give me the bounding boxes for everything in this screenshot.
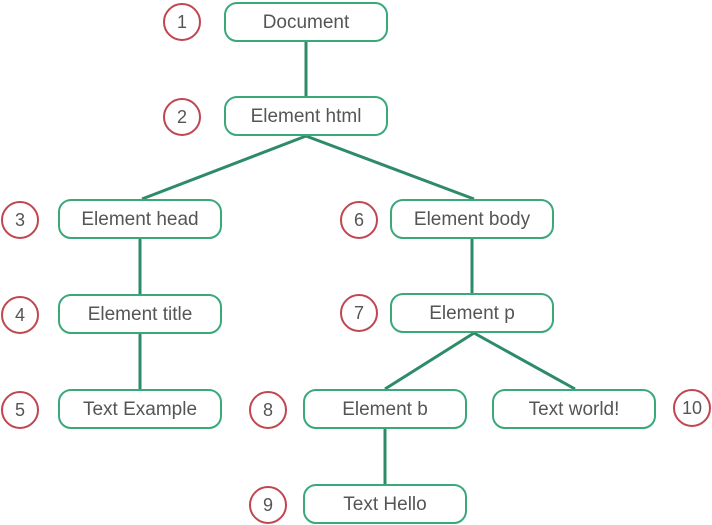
step-badge-5: 5 [1, 391, 39, 429]
node-body: Element body [390, 199, 554, 239]
node-box [492, 389, 656, 429]
badge-number: 2 [177, 107, 187, 127]
badge-number: 6 [354, 210, 364, 230]
badge-circle [340, 201, 378, 239]
step-badge-2: 2 [163, 98, 201, 136]
node-p: Element p [390, 293, 554, 333]
step-badge-10: 10 [673, 389, 711, 427]
node-box [224, 2, 388, 42]
node-label: Element head [81, 209, 198, 230]
badge-number: 9 [263, 495, 273, 515]
badge-circle [249, 391, 287, 429]
node-label: Document [263, 12, 350, 33]
node-text-hello: Text Hello [303, 484, 467, 524]
node-label: Element title [88, 304, 193, 325]
node-document: Document [224, 2, 388, 42]
node-label: Element b [342, 399, 428, 420]
badge-circle [340, 294, 378, 332]
badge-circle [673, 389, 711, 427]
edge-html-to-body [305, 134, 475, 201]
step-badge-3: 3 [1, 201, 39, 239]
step-badge-4: 4 [1, 296, 39, 334]
badge-number: 1 [177, 12, 187, 32]
node-title: Element title [58, 294, 222, 334]
badge-number: 3 [15, 210, 25, 230]
node-b: Element b [303, 389, 467, 429]
step-badge-9: 9 [249, 486, 287, 524]
badge-number: 10 [682, 398, 702, 418]
node-box [58, 389, 222, 429]
node-label: Text world! [529, 399, 620, 420]
badge-circle [1, 391, 39, 429]
node-box [390, 293, 554, 333]
node-head: Element head [58, 199, 222, 239]
node-label: Element body [414, 209, 531, 230]
step-badge-6: 6 [340, 201, 378, 239]
node-label: Text Hello [343, 494, 426, 515]
node-box [58, 294, 222, 334]
step-badge-7: 7 [340, 294, 378, 332]
node-box [390, 199, 554, 239]
node-box [58, 199, 222, 239]
badge-number: 4 [15, 305, 25, 325]
node-text-example: Text Example [58, 389, 222, 429]
node-label: Text Example [83, 399, 197, 420]
node-box [303, 389, 467, 429]
step-badge-1: 1 [163, 3, 201, 41]
badge-circle [1, 201, 39, 239]
badge-circle [163, 3, 201, 41]
edge-html-to-head [141, 134, 307, 201]
edges-layer [138, 42, 576, 484]
badge-number: 5 [15, 400, 25, 420]
node-box [224, 96, 388, 136]
node-box [303, 484, 467, 524]
badge-number: 7 [354, 303, 364, 323]
node-html: Element html [224, 96, 388, 136]
badges-layer: 1 2 3 4 5 6 7 8 9 10 [1, 3, 711, 524]
badge-number: 8 [263, 400, 273, 420]
badge-circle [163, 98, 201, 136]
edge-p-to-b [384, 331, 475, 391]
badge-circle [249, 486, 287, 524]
node-label: Element p [429, 303, 515, 324]
edge-p-to-text-world [473, 331, 576, 391]
badge-circle [1, 296, 39, 334]
node-text-world: Text world! [492, 389, 656, 429]
node-label: Element html [251, 106, 362, 127]
step-badge-8: 8 [249, 391, 287, 429]
